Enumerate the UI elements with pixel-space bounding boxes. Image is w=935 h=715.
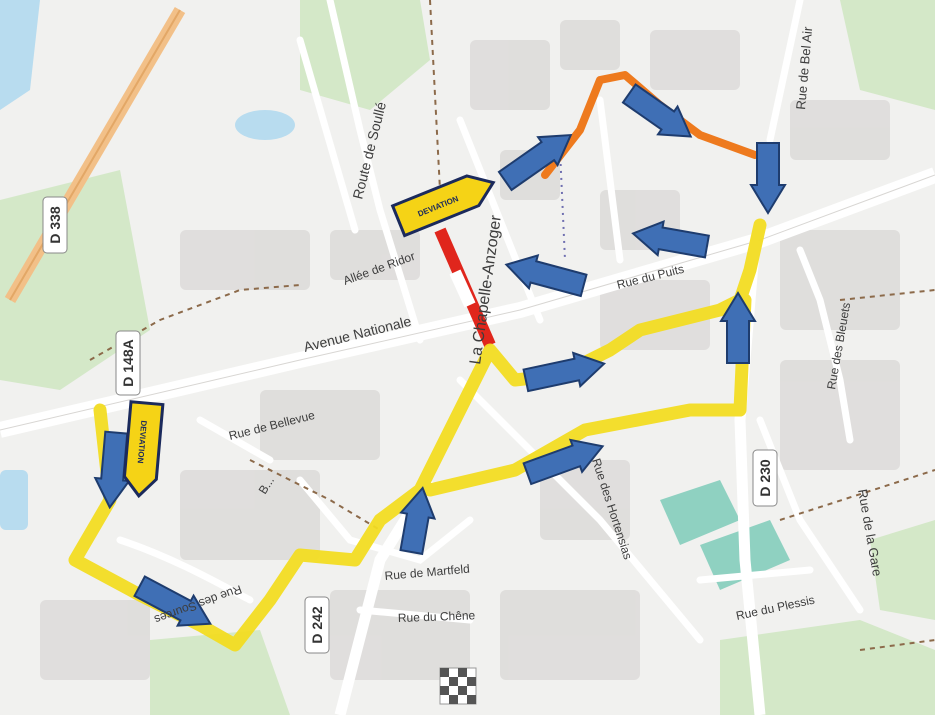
shield-d148a: D 148A [115,330,141,396]
shield-d148a-text: D 148A [120,339,136,386]
arrow-icon [621,83,693,138]
arrow-icon [133,575,213,627]
shield-d230: D 230 [752,449,778,507]
detour-sign-left-text: DEVIATION [136,420,149,464]
arrow-icon [522,438,605,486]
detour-sign-top: DEVIATION [390,174,496,238]
arrow-icon [719,291,757,364]
arrow-icon [522,351,607,393]
orange-route [541,71,759,179]
label-rue-chene: Rue du Chêne [398,608,476,625]
shield-d338: D 338 [42,196,68,254]
checkered-flag-icon [439,667,477,705]
arrow-icon [497,133,573,192]
arrow-icon [631,220,710,259]
shield-d242-text: D 242 [309,606,325,644]
arrow-icon [749,142,787,215]
shield-d338-text: D 338 [47,206,63,244]
water-areas [0,0,295,530]
arrow-icon [399,486,437,556]
shield-d230-text: D 230 [757,459,773,497]
label-rue-bel-air: Rue de Bel Air [793,25,815,110]
shield-d242: D 242 [304,596,330,654]
detour-arrows [93,83,787,627]
arrow-icon [504,254,588,298]
arrow-icon [93,430,131,510]
detour-sign-left: DEVIATION [122,400,165,499]
minor-streets [116,0,864,644]
dotted-line [559,149,566,261]
